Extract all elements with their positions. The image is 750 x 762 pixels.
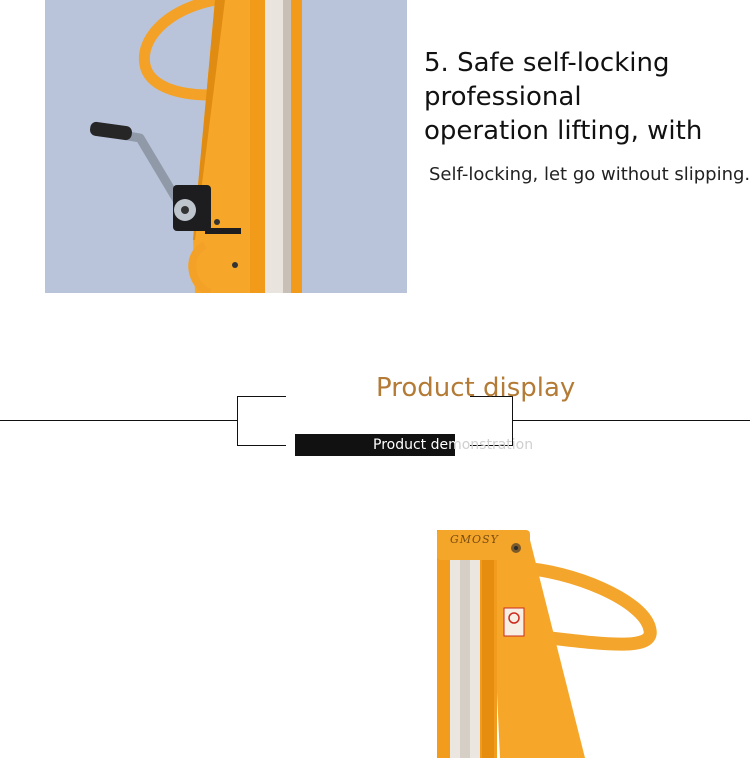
feature-title-line: professional (424, 82, 582, 112)
product-mast-photo: GMOSY (400, 520, 680, 758)
product-mast-illustration (437, 530, 657, 758)
section-subtitle-overflow: Product demonstration (430, 437, 534, 453)
feature-title: 5. Safe self-locking professional operat… (424, 46, 744, 148)
winch-crank-illustration (45, 0, 407, 293)
section-subtitle: Product demonstration (373, 437, 534, 453)
section-title: Product display (376, 373, 576, 403)
feature-title-line: 5. Safe self-locking (424, 48, 670, 78)
divider-right (513, 420, 750, 421)
feature-title-line: operation lifting, with (424, 116, 703, 146)
feature-description: Self-locking, let go without slipping. (429, 164, 750, 185)
brand-mark: GMOSY (450, 533, 499, 546)
subtitle-bar (295, 434, 455, 456)
bracket-right (470, 396, 513, 446)
winch-crank-photo (45, 0, 407, 293)
divider-left (0, 420, 237, 421)
bracket-left (237, 396, 286, 446)
